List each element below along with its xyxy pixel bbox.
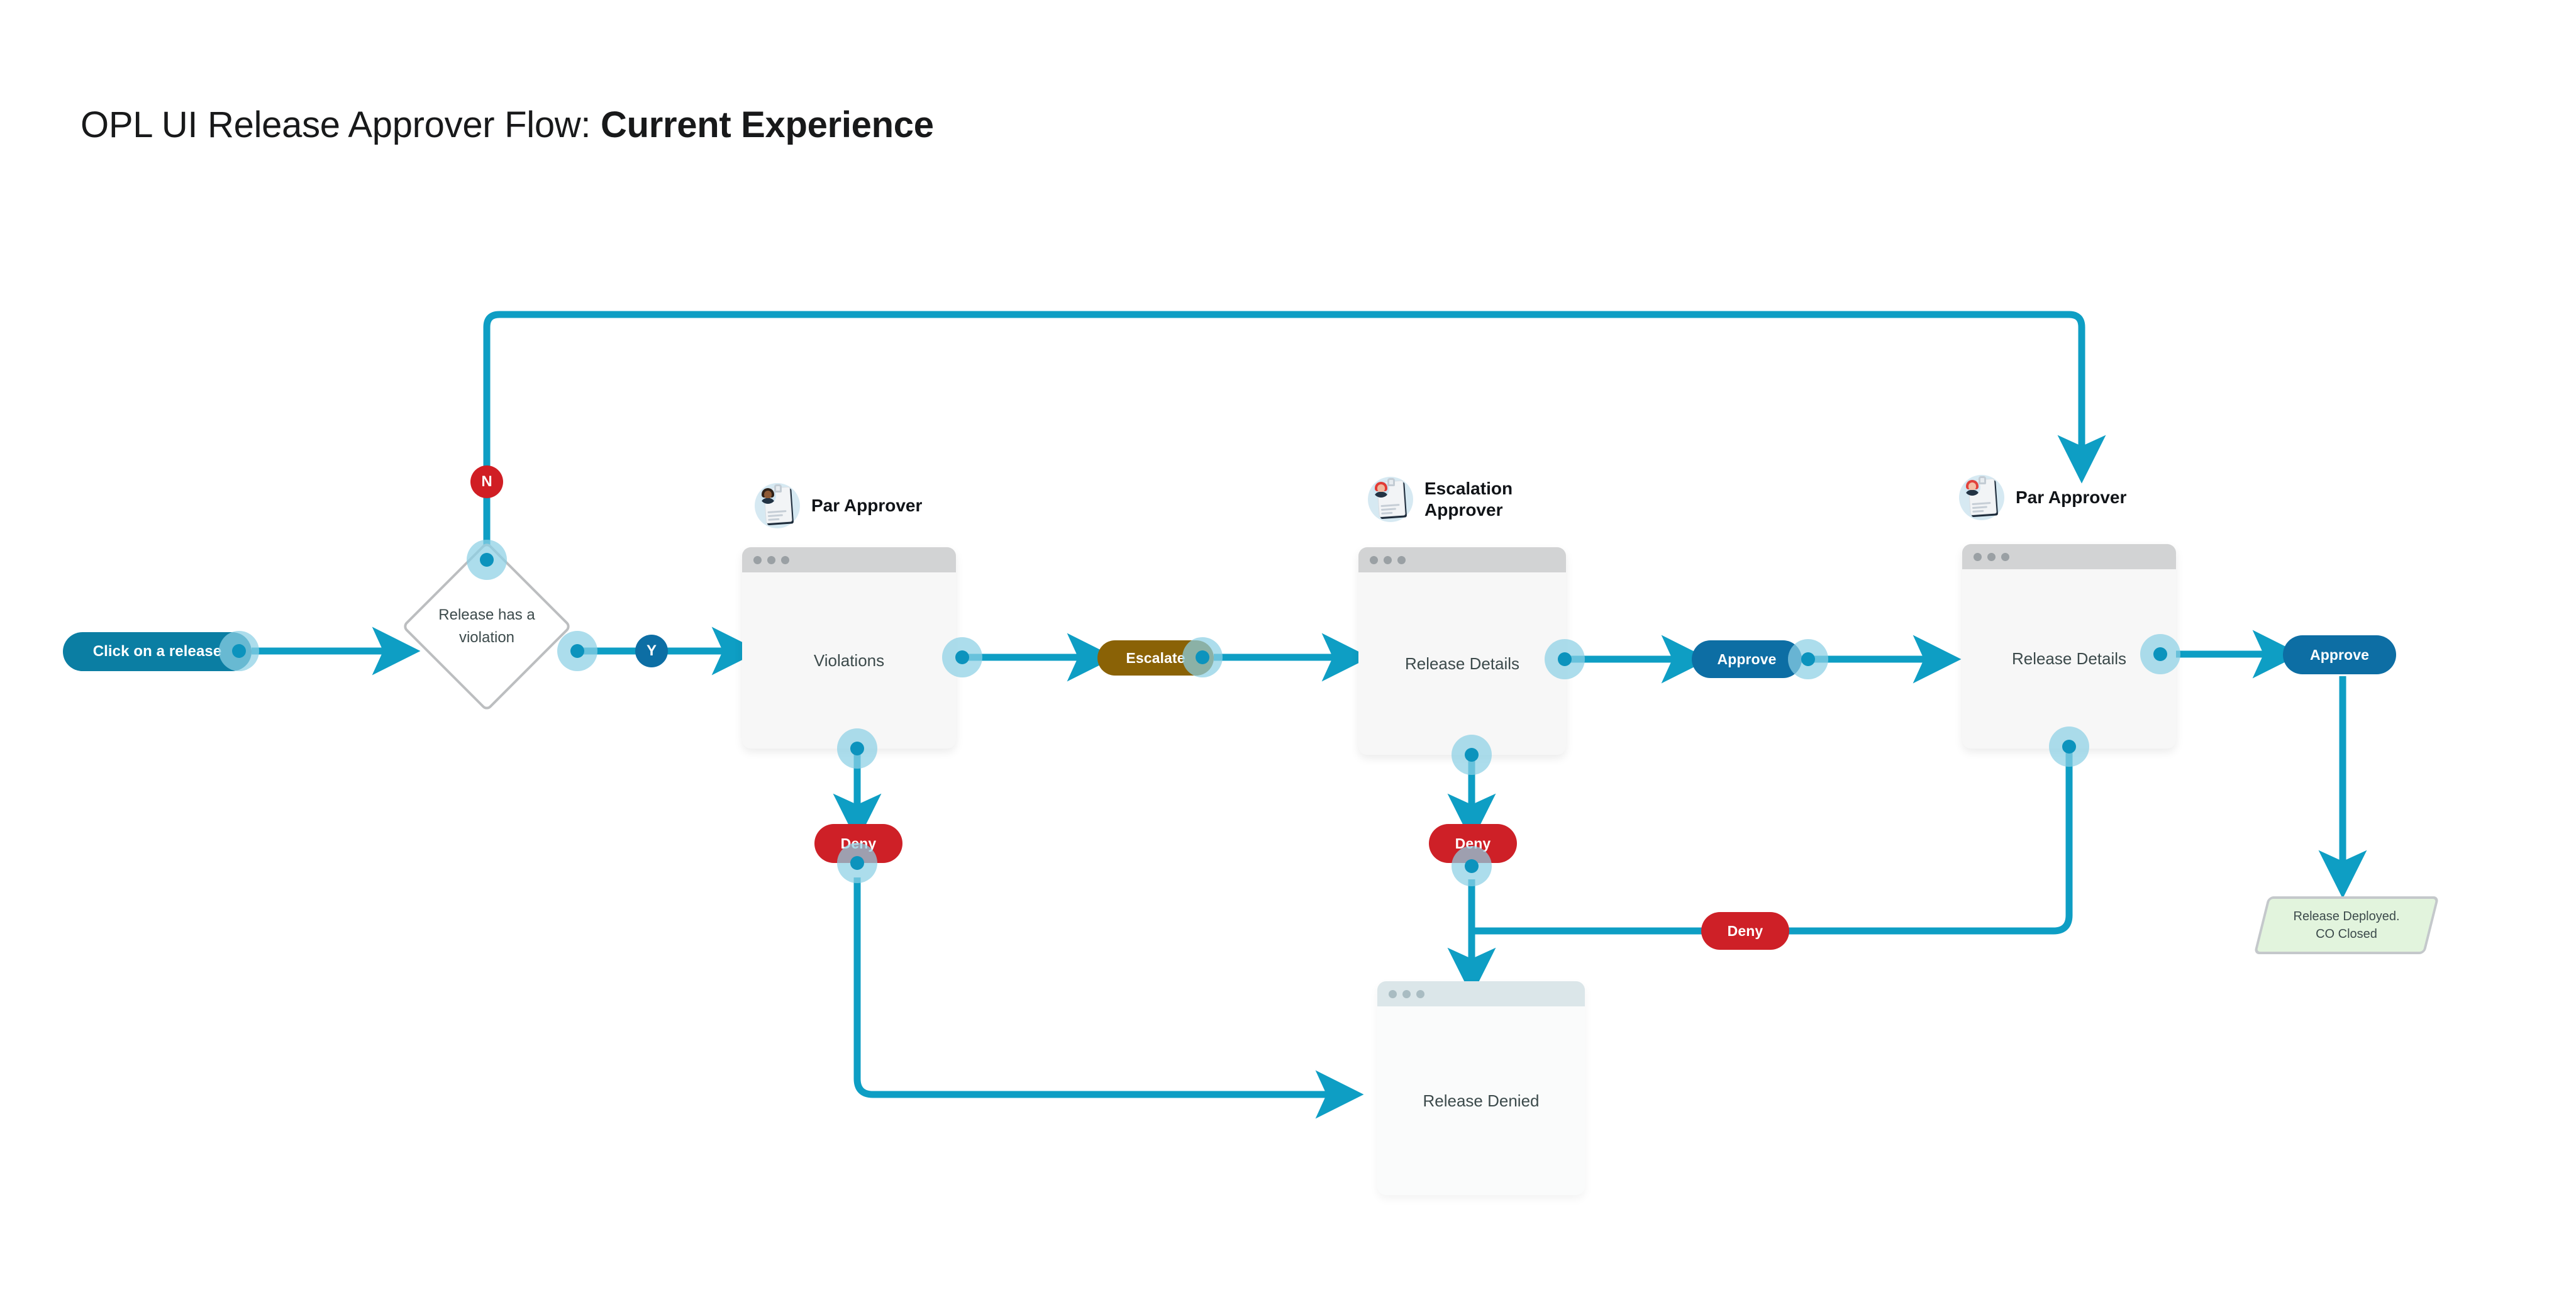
window-dot-maximize-icon[interactable] — [781, 555, 789, 564]
decision-release-has-a-violation[interactable]: Release has a violation — [401, 541, 572, 712]
id-badge-icon — [755, 483, 800, 528]
connector-dot-violations-right — [942, 637, 982, 677]
page-title: OPL UI Release Approver Flow: Current Ex… — [80, 104, 934, 146]
window-body: Release Details — [1358, 572, 1566, 755]
connector-dot-escalate-out — [1182, 637, 1223, 677]
window-body: Violations — [742, 572, 956, 749]
window-escalation-release-details[interactable]: Release Details — [1358, 547, 1566, 755]
connector-dot-deny-1-out — [837, 843, 877, 883]
decision-label-line-1: Release has a — [438, 606, 535, 623]
window-dot-maximize-icon[interactable] — [2001, 552, 2009, 561]
window-par-release-details[interactable]: Release Details — [1962, 544, 2176, 749]
branch-badge-yes: Y — [635, 635, 668, 667]
connector-dot-start-out — [219, 631, 259, 671]
window-screen-label: Release Details — [2011, 649, 2127, 668]
end-node-release-deployed: Release Deployed. CO Closed — [2253, 896, 2440, 954]
persona-par-approver-1: Par Approver — [755, 483, 922, 528]
window-titlebar — [1962, 544, 2176, 569]
id-badge-icon — [1368, 477, 1413, 522]
branch-badge-yes-label: Y — [646, 642, 657, 659]
end-node-label-line-2: CO Closed — [2316, 927, 2377, 941]
window-dot-minimize-icon[interactable] — [1384, 555, 1392, 564]
persona-label-line-1: Escalation — [1424, 478, 1513, 498]
connector-dot-decision-top — [467, 540, 507, 580]
branch-badge-no-label: N — [481, 473, 492, 490]
window-dot-minimize-icon[interactable] — [1987, 552, 1996, 561]
window-body: Release Denied — [1377, 1006, 1585, 1195]
window-titlebar — [742, 547, 956, 572]
decision-label-line-2: violation — [458, 629, 515, 646]
action-approve-2[interactable]: Approve — [2283, 635, 2396, 674]
action-approve-1-label: Approve — [1717, 650, 1777, 667]
connector-dot-par-details-bottom — [2049, 726, 2089, 767]
persona-escalation-approver: Escalation Approver — [1368, 477, 1513, 522]
window-titlebar — [1358, 547, 1566, 572]
window-screen-label: Release Details — [1404, 654, 1520, 673]
connector-dot-violations-bottom — [837, 728, 877, 769]
window-dot-close-icon[interactable] — [753, 555, 762, 564]
persona-label: Par Approver — [2016, 487, 2127, 507]
action-escalate-label: Escalate — [1126, 649, 1185, 666]
branch-badge-no: N — [470, 465, 503, 498]
action-approve-1[interactable]: Approve — [1692, 640, 1802, 678]
connector-dot-decision-right — [557, 631, 597, 671]
start-node-label: Click on a release — [92, 643, 222, 660]
window-release-denied[interactable]: Release Denied — [1377, 981, 1585, 1195]
end-node-label: Release Deployed. CO Closed — [2261, 896, 2432, 954]
page-title-emphasis: Current Experience — [601, 104, 934, 145]
window-violations[interactable]: Violations — [742, 547, 956, 749]
id-badge-icon — [1959, 475, 2004, 520]
connector-dot-deny-2-out — [1452, 846, 1492, 886]
window-dot-close-icon[interactable] — [1370, 555, 1378, 564]
edge-deny-1-to-release-denied — [853, 877, 1364, 1119]
window-dot-close-icon[interactable] — [1389, 989, 1397, 998]
decision-label: Release has a violation — [402, 542, 571, 711]
connector-dot-escalation-right — [1545, 639, 1585, 679]
edge-no-loop-to-par-approver-2 — [483, 311, 2106, 560]
action-deny-3-label: Deny — [1727, 922, 1763, 939]
connector-dot-par-details-right — [2140, 634, 2180, 674]
connector-dot-approve-1-out — [1788, 639, 1828, 679]
persona-label: Escalation Approver — [1424, 478, 1513, 521]
window-dot-close-icon[interactable] — [1974, 552, 1982, 561]
edge-par-approver-2-to-deny-3 — [1472, 749, 2073, 935]
window-dot-maximize-icon[interactable] — [1397, 555, 1406, 564]
action-deny-3[interactable]: Deny — [1701, 912, 1789, 950]
window-dot-minimize-icon[interactable] — [1402, 989, 1411, 998]
end-node-label-line-1: Release Deployed. — [2293, 910, 2400, 923]
window-dot-maximize-icon[interactable] — [1416, 989, 1424, 998]
persona-par-approver-2: Par Approver — [1959, 475, 2126, 520]
window-screen-label: Violations — [813, 650, 885, 670]
window-screen-label: Release Denied — [1423, 1091, 1540, 1110]
persona-label-line-2: Approver — [1424, 500, 1503, 520]
action-approve-2-label: Approve — [2310, 646, 2369, 663]
window-titlebar — [1377, 981, 1585, 1006]
window-dot-minimize-icon[interactable] — [767, 555, 775, 564]
page-title-prefix: OPL UI Release Approver Flow: — [80, 104, 601, 145]
connector-dot-escalation-bottom — [1452, 735, 1492, 775]
persona-label: Par Approver — [811, 495, 923, 515]
